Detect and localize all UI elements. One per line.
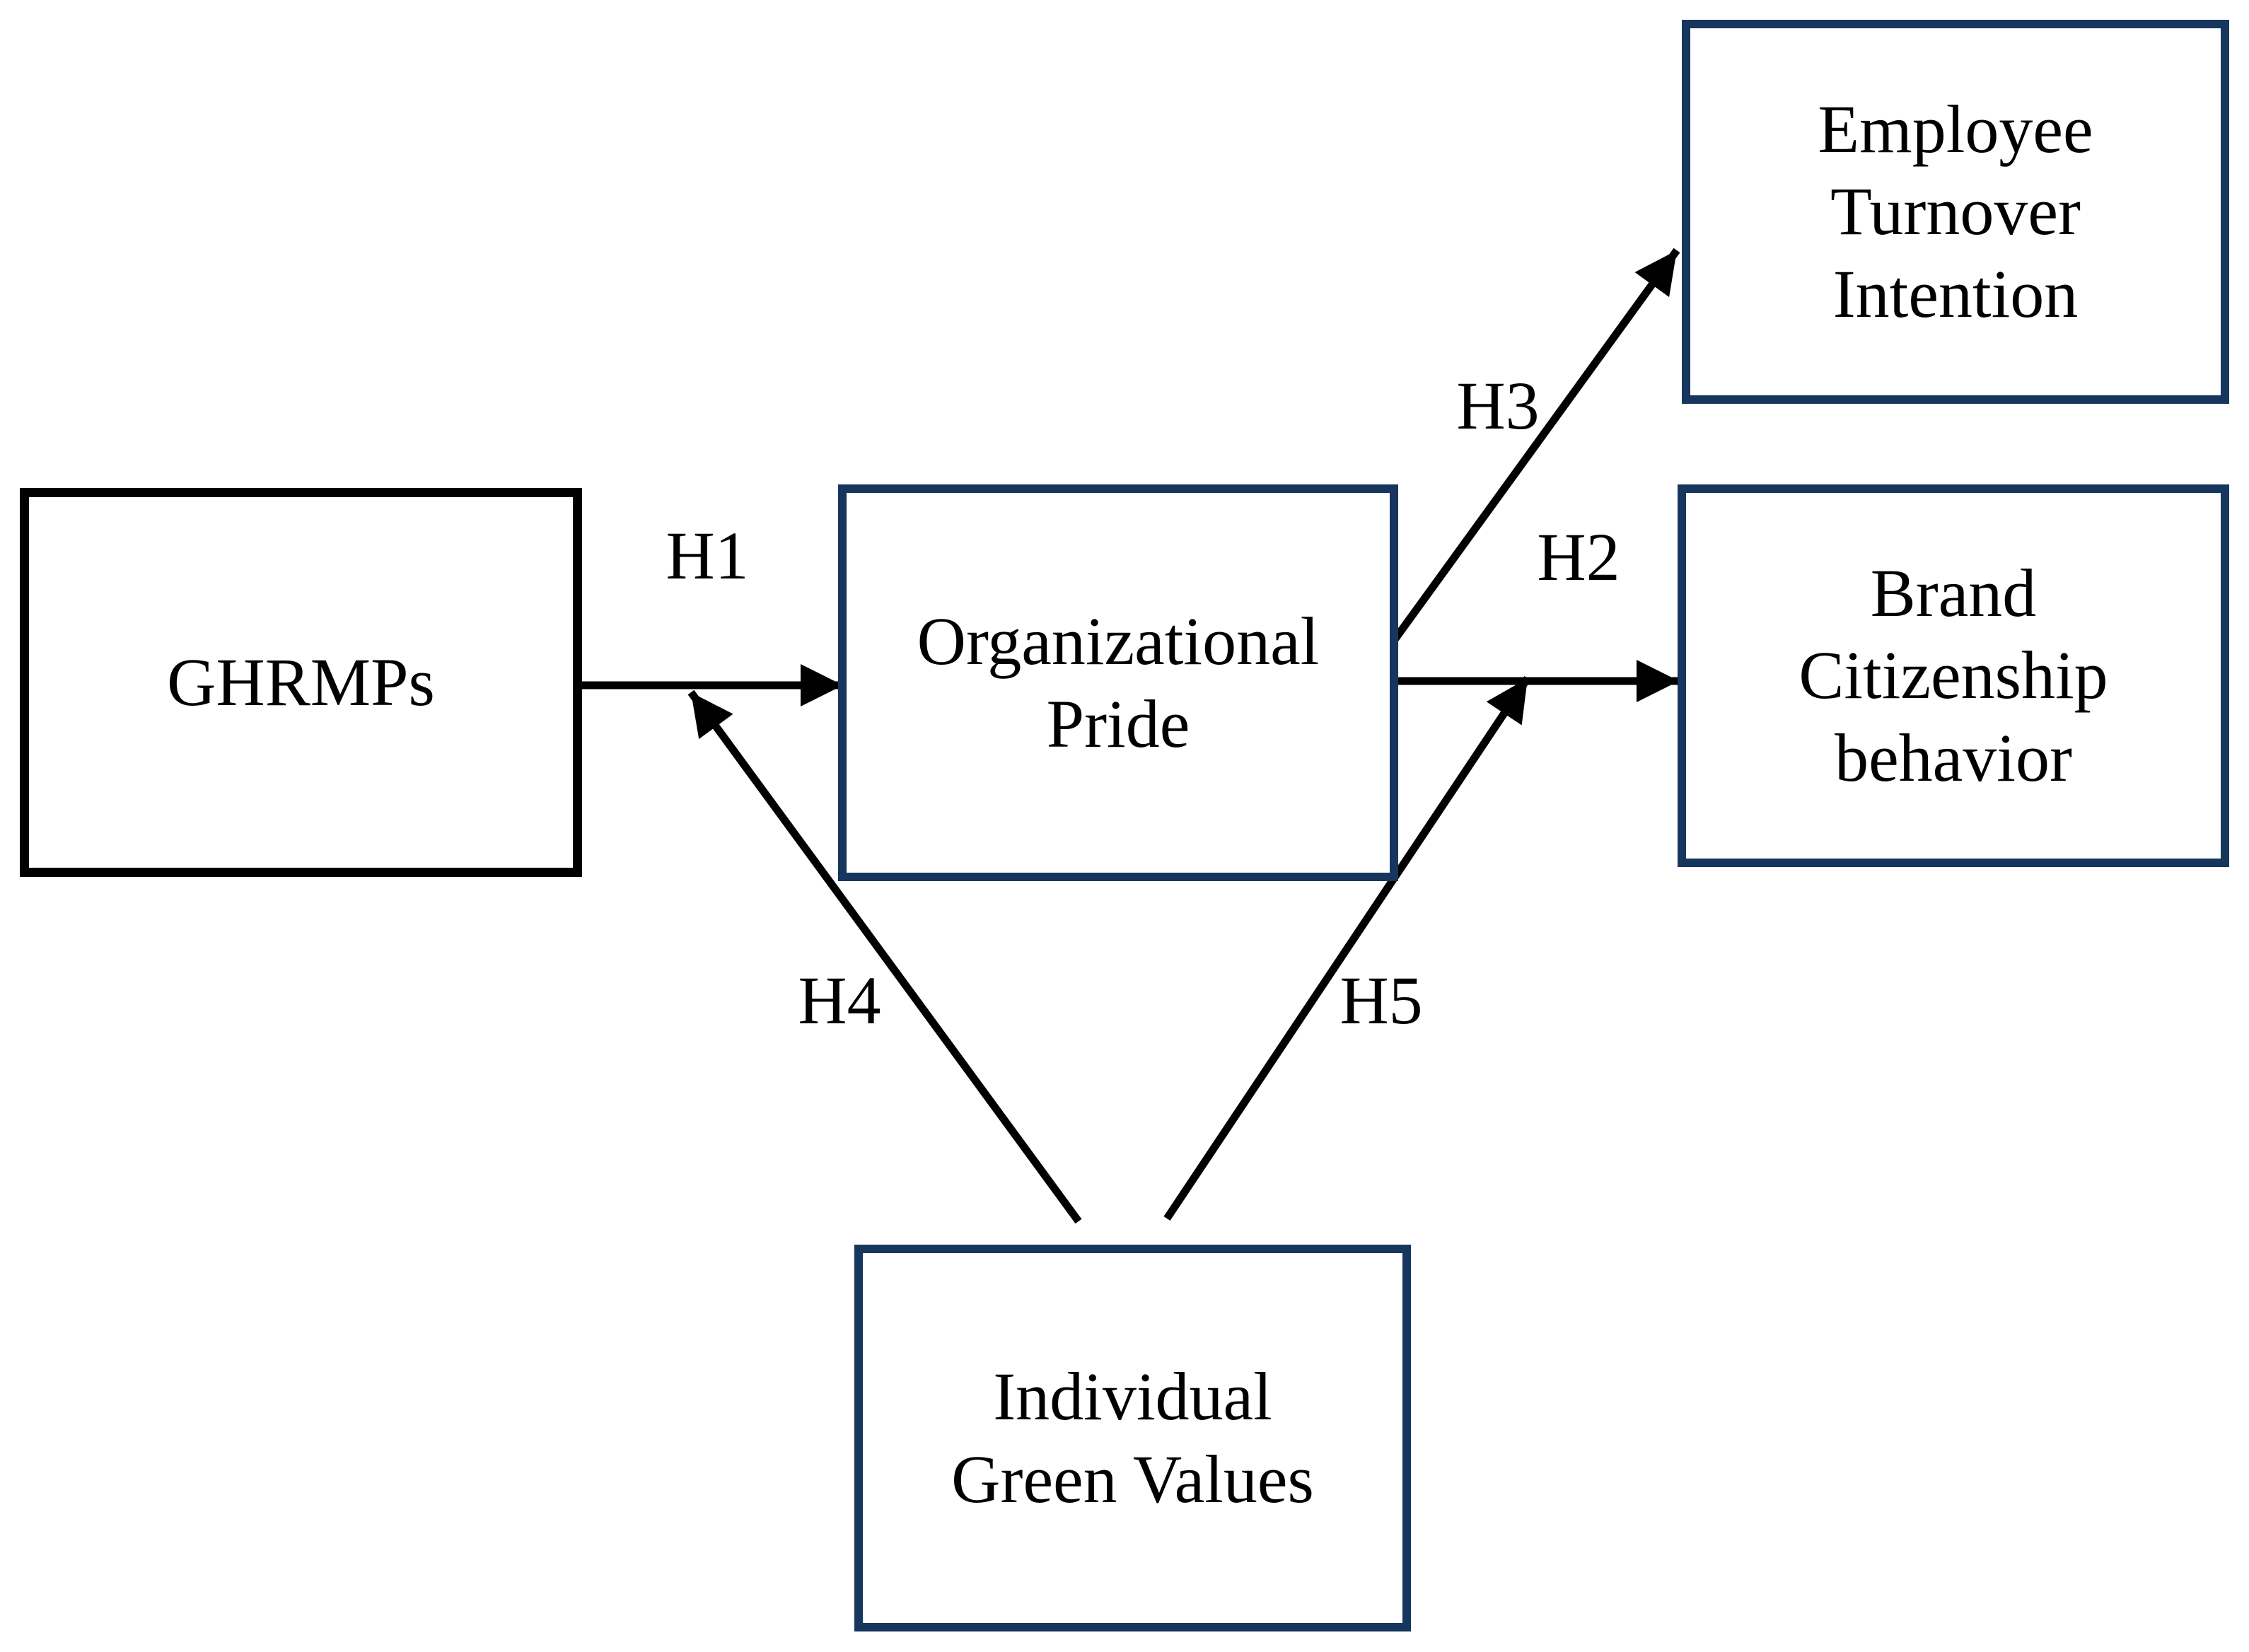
arrow-h4-individual-green-values-moderation-h1 — [687, 690, 1082, 1224]
arrow-h3-organizational-pride-to-employee-turnover — [1388, 248, 1680, 646]
node-individual-green-values: Individual Green Values — [854, 1245, 1411, 1631]
node-employee-turnover-line3: Intention — [1832, 255, 2079, 332]
node-employee-turnover-line2: Turnover — [1830, 173, 2081, 250]
node-employee-turnover-line1: Employee — [1818, 91, 2093, 168]
node-organizational-pride-line1: Organizational — [917, 603, 1320, 680]
arrow-h5-individual-green-values-moderation-h2 — [1163, 675, 1531, 1221]
node-brand-citizenship-line2: Citizenship — [1798, 637, 2108, 714]
node-individual-green-values-line1: Individual — [993, 1359, 1272, 1435]
node-ghrmps-label: GHRMPs — [167, 644, 435, 720]
node-organizational-pride: Organizational Pride — [838, 484, 1398, 881]
node-brand-citizenship-line3: behavior — [1835, 719, 2072, 796]
node-brand-citizenship-behavior: Brand Citizenship behavior — [1678, 484, 2229, 867]
hypothesis-label-h2: H2 — [1537, 519, 1620, 595]
node-brand-citizenship-line1: Brand — [1870, 555, 2037, 632]
node-ghrmps: GHRMPs — [20, 488, 582, 877]
hypothesis-label-h5: H5 — [1339, 962, 1423, 1038]
node-organizational-pride-line2: Pride — [1046, 685, 1190, 762]
node-employee-turnover-intention: Employee Turnover Intention — [1682, 20, 2229, 404]
hypothesis-label-h3: H3 — [1456, 368, 1540, 443]
hypothesis-label-h4: H4 — [798, 962, 881, 1038]
hypothesis-label-h1: H1 — [666, 518, 749, 593]
node-individual-green-values-line2: Green Values — [951, 1441, 1314, 1517]
